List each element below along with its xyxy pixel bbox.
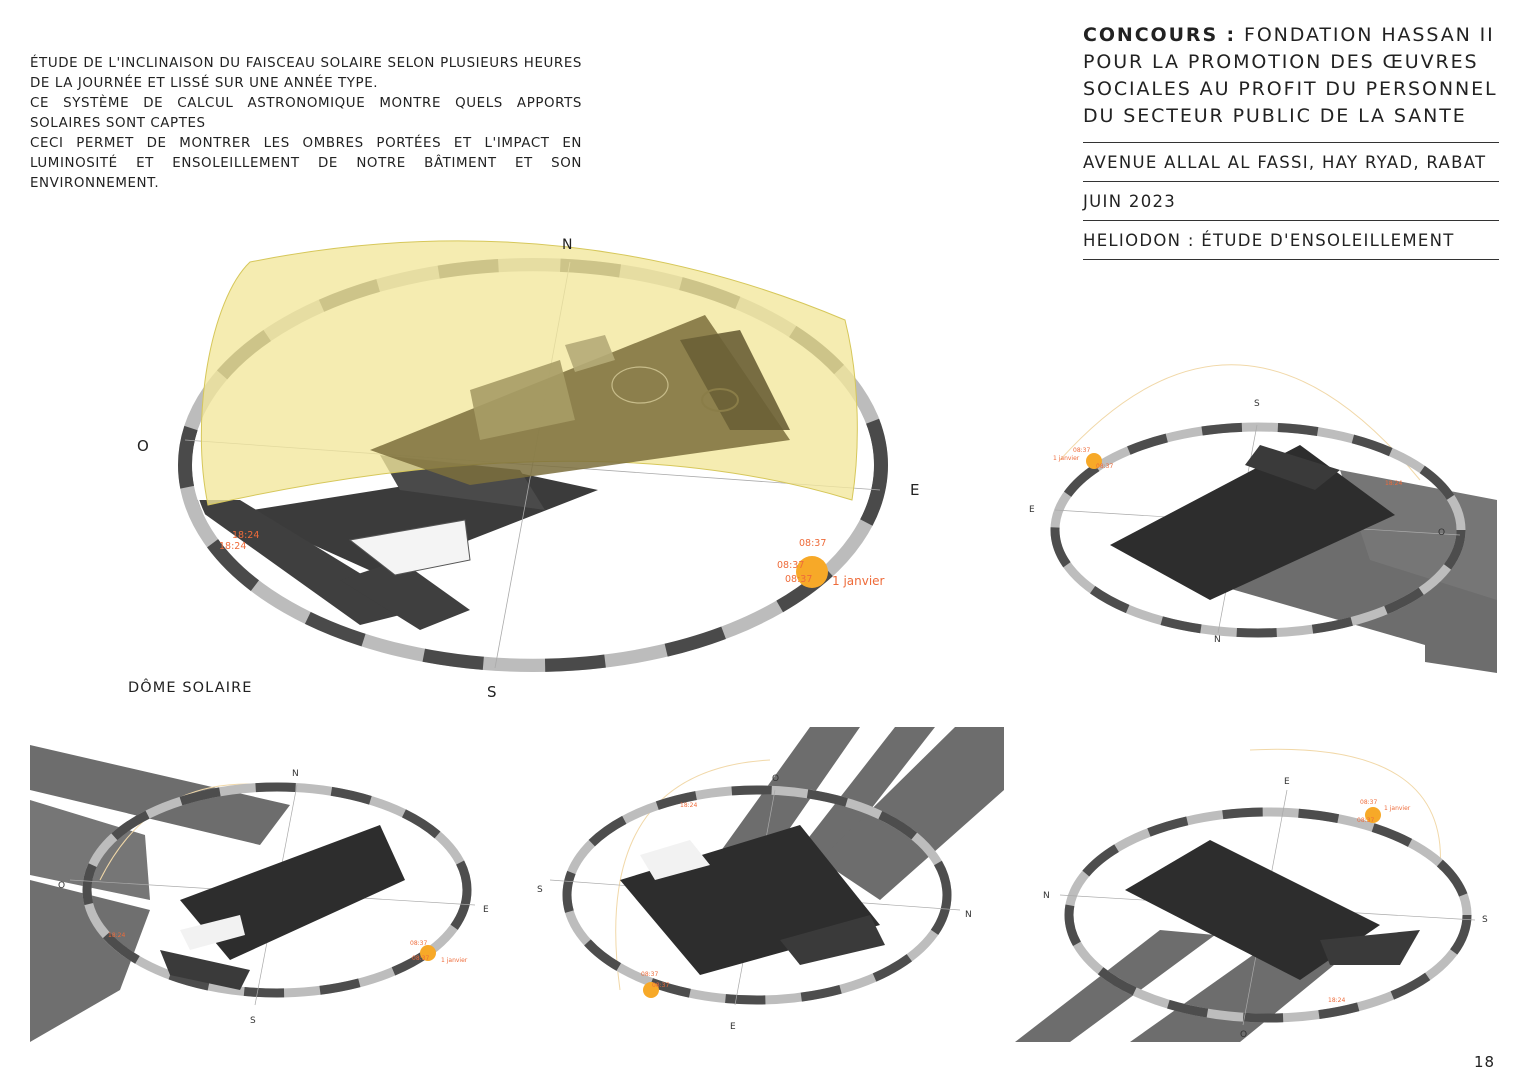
main-white-building	[348, 519, 471, 576]
description-line-1: ÉTUDE DE L'INCLINAISON DU FAISCEAU SOLAI…	[30, 56, 582, 91]
view3-compass-left: S	[537, 885, 543, 895]
view2-compass-bottom: S	[250, 1016, 256, 1026]
main-building-volume-2	[611, 366, 669, 404]
solar-dome-caption: DÔME SOLAIRE	[128, 680, 253, 696]
main-compass-e: E	[910, 481, 919, 499]
view3-time-1: 18:24	[680, 802, 697, 809]
heliodon-view-2: N O E S 18:24 08:37 1 janvier 08:37	[30, 745, 489, 1042]
main-roundabout	[701, 388, 739, 412]
main-solar-dome-view: N O E S 18:24 18:24 08:37 08:37 08:37 1 …	[137, 237, 919, 701]
view1-time-1: 08:37	[1073, 447, 1090, 454]
main-building-volume-3	[565, 335, 615, 372]
view3-compass-segments	[562, 785, 952, 1005]
view3-compass-bottom: E	[730, 1022, 736, 1032]
main-date-label: 1 janvier	[832, 574, 885, 588]
view1-time-3: 18:24	[1385, 480, 1402, 487]
view1-sun-arc	[1059, 364, 1421, 481]
heliodon-view-1: S E O N 08:37 08:37 1 janvier 18:24	[1029, 364, 1497, 673]
view1-sun-marker	[1086, 453, 1102, 469]
main-compass-ring-segments	[178, 258, 888, 672]
view3-road	[780, 915, 885, 965]
project-title: CONCOURS : FONDATION HASSAN II POUR LA P…	[1083, 22, 1499, 143]
view4-compass-segments	[1064, 807, 1472, 1023]
view1-compass-right: O	[1438, 528, 1445, 538]
main-sunrise-time-1: 08:37	[799, 538, 826, 549]
title-prefix: CONCOURS :	[1083, 24, 1237, 46]
main-sunrise-time-3: 08:37	[785, 574, 812, 585]
main-sunset-time-2: 18:24	[219, 541, 246, 552]
heliodon-view-3: O S N E 18:24 08:37 08:37	[537, 727, 1004, 1032]
view3-time-2: 08:37	[641, 971, 658, 978]
view4-compass-right: S	[1482, 915, 1488, 925]
view2-white-building	[180, 915, 245, 950]
view2-time-1: 18:24	[108, 932, 125, 939]
view2-date: 1 janvier	[441, 957, 468, 964]
description-line-3: CECI PERMET DE MONTRER LES OMBRES PORTÉE…	[30, 136, 582, 191]
view2-compass-segments	[82, 782, 472, 998]
view3-shadow-3	[820, 727, 1004, 900]
main-sunrise-time-2: 08:37	[777, 560, 804, 571]
view1-compass-top: S	[1254, 399, 1260, 409]
title-block: CONCOURS : FONDATION HASSAN II POUR LA P…	[1083, 22, 1499, 260]
view3-white-building	[640, 840, 710, 880]
view4-date: 1 janvier	[1384, 805, 1411, 812]
main-road-east	[680, 330, 790, 430]
study-description: ÉTUDE DE L'INCLINAISON DU FAISCEAU SOLAI…	[30, 54, 582, 194]
view4-sun-arc	[1249, 748, 1441, 871]
view2-shadow-third	[30, 880, 150, 1042]
view1-compass-bottom: N	[1214, 635, 1221, 645]
view3-compass-right: N	[965, 910, 972, 920]
main-compass-o: O	[137, 437, 149, 455]
description-line-2: CE SYSTÈME DE CALCUL ASTRONOMIQUE MONTRE…	[30, 96, 582, 131]
view4-compass-left: N	[1043, 891, 1050, 901]
view2-sun-marker	[420, 945, 436, 961]
main-building-volume-1	[470, 360, 575, 440]
view2-compass-left: O	[58, 881, 65, 891]
main-roundabout-road	[340, 560, 470, 630]
view2-compass-right: E	[483, 905, 489, 915]
page-number: 18	[1474, 1053, 1496, 1071]
project-subject: HELIODON : ÉTUDE D'ENSOLEILLEMENT	[1083, 221, 1499, 260]
view1-compass-segments	[1050, 422, 1466, 638]
view1-compass-left: E	[1029, 505, 1035, 515]
view1-time-2: 08:37	[1096, 463, 1113, 470]
view4-sun-marker	[1365, 807, 1381, 823]
heliodon-view-4: E N S O 08:37 08:37 1 janvier 18:24	[1015, 748, 1488, 1042]
view4-time-3: 18:24	[1328, 997, 1345, 1004]
view2-compass-top: N	[292, 769, 299, 779]
main-sun-marker	[796, 556, 828, 588]
main-sunset-time-1: 18:24	[232, 530, 259, 541]
view2-shadow-main	[30, 745, 290, 845]
view4-road	[1320, 930, 1420, 965]
main-compass-s: S	[487, 683, 497, 701]
view4-compass-top: E	[1284, 777, 1290, 787]
view2-shadow-secondary	[30, 800, 150, 900]
view3-compass-top: O	[772, 774, 779, 784]
view2-road	[160, 950, 250, 990]
view2-time-2: 08:37	[410, 940, 427, 947]
title-text: FONDATION HASSAN II POUR LA PROMOTION DE…	[1083, 24, 1498, 127]
view4-site	[1125, 840, 1380, 980]
view4-time-1: 08:37	[1360, 799, 1377, 806]
view4-compass-bottom: O	[1240, 1030, 1247, 1040]
view3-time-3: 08:37	[652, 982, 669, 989]
view1-site	[1110, 445, 1395, 600]
view1-date: 1 janvier	[1053, 455, 1080, 462]
main-road-west	[185, 500, 420, 625]
main-compass-n: N	[562, 237, 572, 253]
project-date: JUIN 2023	[1083, 182, 1499, 221]
view3-sun-arc	[615, 759, 771, 991]
view1-road	[1245, 445, 1340, 490]
main-site-plan	[370, 315, 790, 485]
view3-sun-marker	[643, 982, 659, 998]
project-address: AVENUE ALLAL AL FASSI, HAY RYAD, RABAT	[1083, 143, 1499, 182]
view2-time-3: 08:37	[412, 955, 429, 962]
view4-time-2: 08:37	[1357, 817, 1374, 824]
